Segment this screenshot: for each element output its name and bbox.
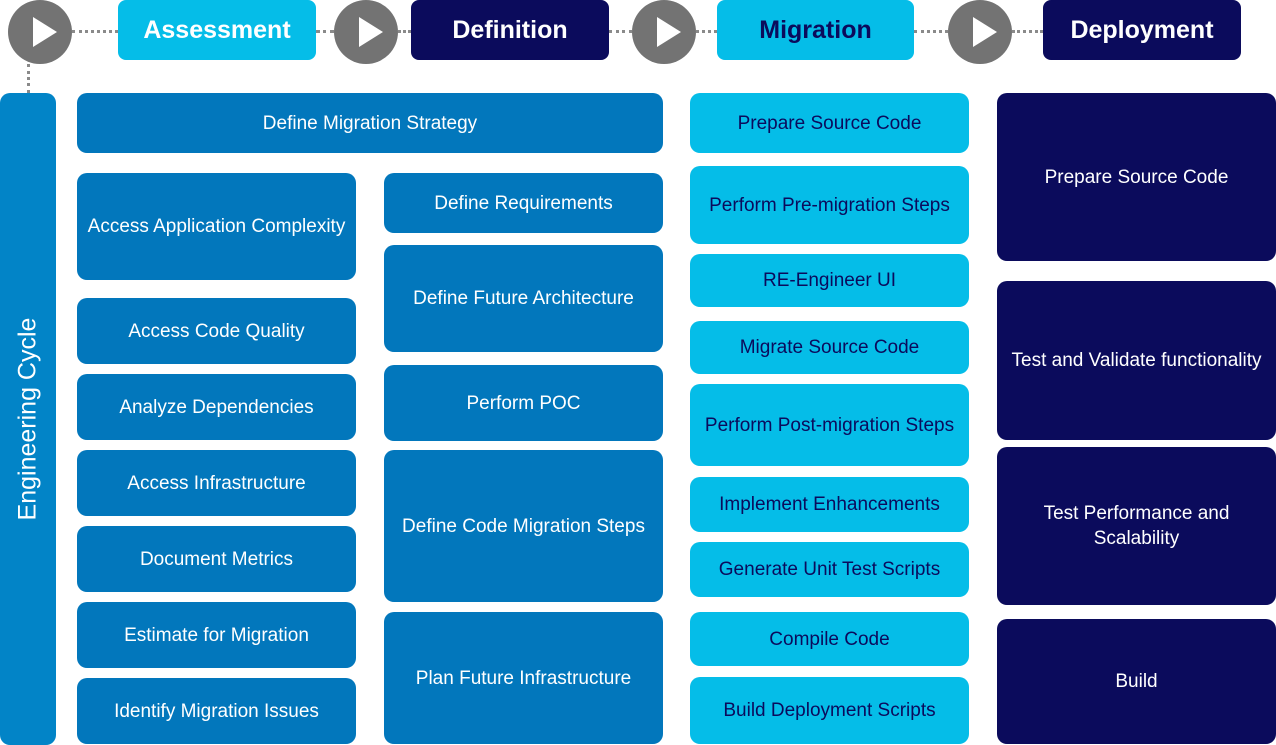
play-icon[interactable] [8, 0, 72, 64]
connector [914, 30, 948, 33]
connector [27, 64, 30, 93]
assessment-step[interactable]: Identify Migration Issues [77, 678, 356, 744]
phase-deployment[interactable]: Deployment [1043, 0, 1241, 60]
deployment-step[interactable]: Test Performance and Scalability [997, 447, 1276, 605]
assessment-step[interactable]: Analyze Dependencies [77, 374, 356, 440]
migration-step[interactable]: Perform Pre-migration Steps [690, 166, 969, 244]
assessment-step[interactable]: Document Metrics [77, 526, 356, 592]
play-icon[interactable] [948, 0, 1012, 64]
definition-step[interactable]: Perform POC [384, 365, 663, 441]
migration-step[interactable]: Perform Post-migration Steps [690, 384, 969, 466]
deployment-step[interactable]: Prepare Source Code [997, 93, 1276, 261]
definition-step[interactable]: Define Requirements [384, 173, 663, 233]
phase-assessment[interactable]: Assessment [118, 0, 316, 60]
connector [696, 30, 717, 33]
assessment-step[interactable]: Access Application Complexity [77, 173, 356, 280]
define-migration-strategy[interactable]: Define Migration Strategy [77, 93, 663, 153]
deployment-step[interactable]: Test and Validate functionality [997, 281, 1276, 440]
definition-step[interactable]: Define Future Architecture [384, 245, 663, 352]
migration-step[interactable]: Generate Unit Test Scripts [690, 542, 969, 597]
phase-definition[interactable]: Definition [411, 0, 609, 60]
connector [72, 30, 118, 33]
phase-migration[interactable]: Migration [717, 0, 914, 60]
engineering-cycle-bar: Engineering Cycle [0, 93, 56, 745]
migration-step[interactable]: Migrate Source Code [690, 321, 969, 374]
connector [1012, 30, 1043, 33]
play-icon[interactable] [334, 0, 398, 64]
connector [316, 30, 334, 33]
migration-step[interactable]: Build Deployment Scripts [690, 677, 969, 744]
definition-step[interactable]: Plan Future Infrastructure [384, 612, 663, 744]
deployment-step[interactable]: Build [997, 619, 1276, 744]
connector [398, 30, 411, 33]
assessment-step[interactable]: Access Code Quality [77, 298, 356, 364]
assessment-step[interactable]: Estimate for Migration [77, 602, 356, 668]
definition-step[interactable]: Define Code Migration Steps [384, 450, 663, 602]
connector [609, 30, 632, 33]
migration-step[interactable]: Compile Code [690, 612, 969, 666]
play-icon[interactable] [632, 0, 696, 64]
migration-step[interactable]: Prepare Source Code [690, 93, 969, 153]
assessment-step[interactable]: Access Infrastructure [77, 450, 356, 516]
migration-step[interactable]: RE-Engineer UI [690, 254, 969, 307]
engineering-cycle-label: Engineering Cycle [13, 317, 42, 521]
migration-step[interactable]: Implement Enhancements [690, 477, 969, 532]
